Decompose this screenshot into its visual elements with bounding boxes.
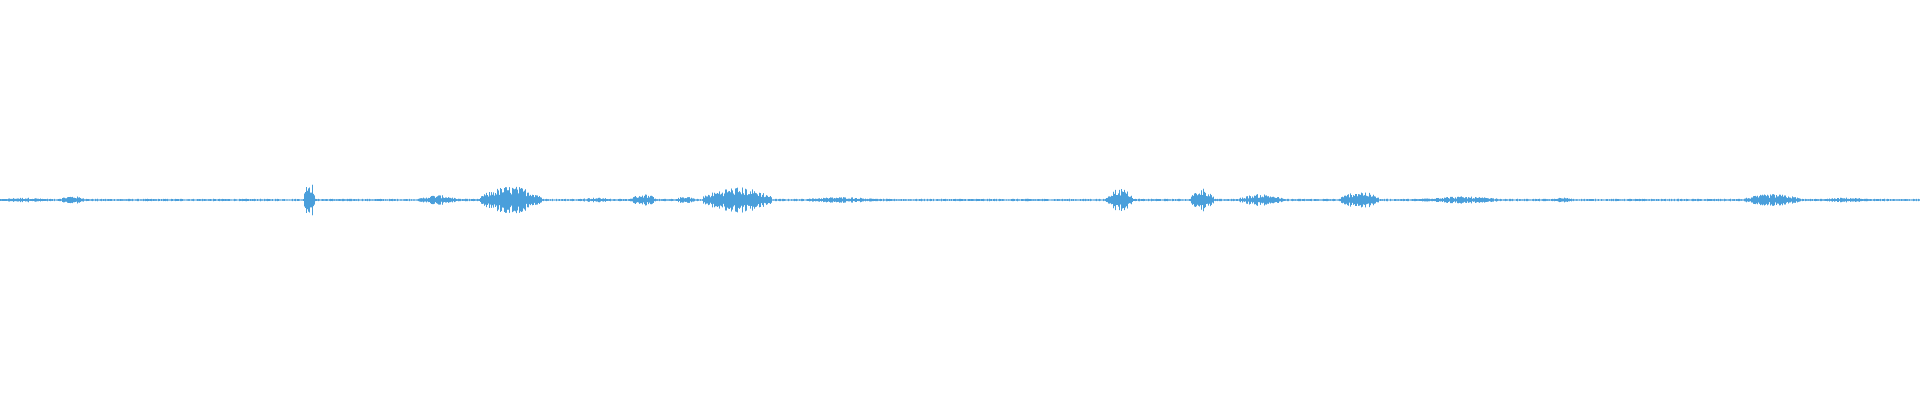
waveform-bars	[0, 184, 1920, 216]
